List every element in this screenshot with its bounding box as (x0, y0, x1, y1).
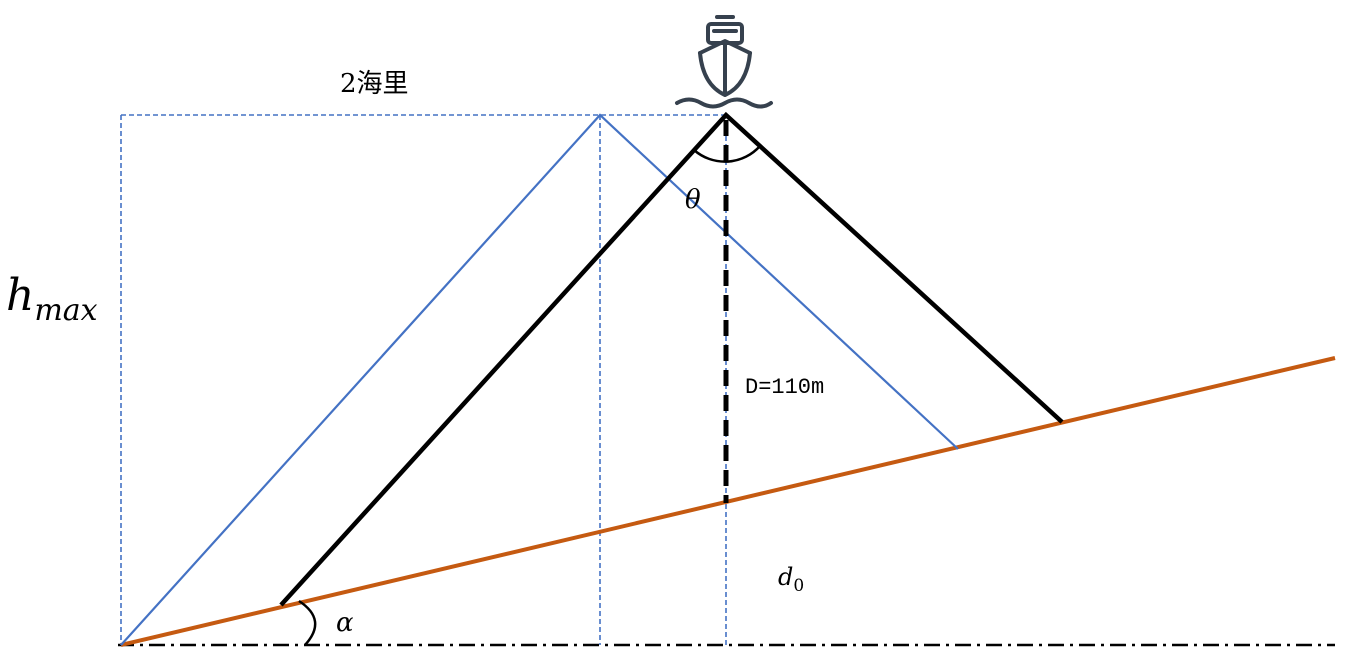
ship-icon (675, 15, 773, 109)
d0-sub: 0 (793, 576, 804, 596)
hmax-main: h (6, 270, 34, 321)
d0-main: d (778, 563, 793, 591)
alpha-label: α (336, 608, 354, 638)
depth-label: D=110m (745, 375, 824, 400)
hmax-sub: max (34, 293, 97, 328)
theta-label: θ (685, 185, 701, 215)
blue-beam (120, 113, 959, 646)
d0-label: d0 (778, 563, 804, 596)
alpha-arc (298, 599, 317, 646)
hmax-label: hmax (6, 270, 98, 328)
guide-lines (120, 114, 727, 645)
black-beam (279, 111, 1064, 607)
theta-arc (693, 145, 761, 163)
distance-label: 2海里 (340, 69, 409, 99)
